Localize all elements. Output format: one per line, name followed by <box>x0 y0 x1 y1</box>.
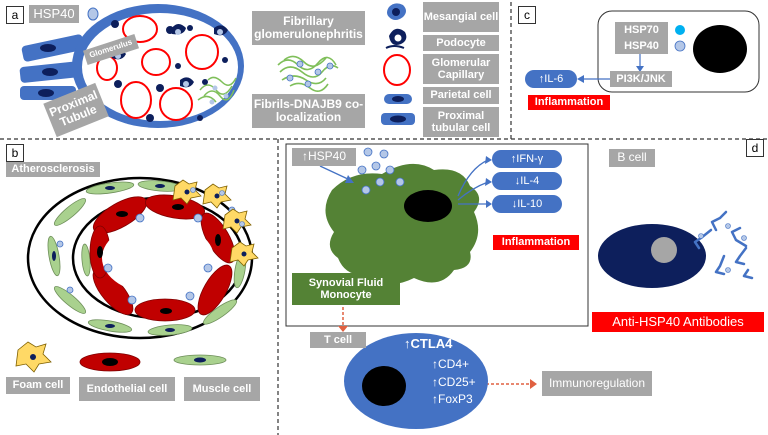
antibody-icons <box>693 210 754 280</box>
panel-b-letter: b <box>6 144 24 162</box>
legend-capillary-label: Glomerular Capillary <box>423 54 499 84</box>
glomerular-fibrils <box>197 76 237 103</box>
fibrils-colocalization-label: Fibrils-DNAJB9 co-localization <box>252 94 365 128</box>
foxp3-label: ↑FoxP3 <box>432 392 473 407</box>
mesangial-cell-icon <box>387 3 406 21</box>
legend-podocyte-label: Podocyte <box>423 35 499 51</box>
hsp40-dot-icon <box>87 7 99 21</box>
il6-pill: ↑IL-6 <box>525 70 577 88</box>
bcell-label: B cell <box>609 149 655 167</box>
foam-cell-label: Foam cell <box>6 377 70 394</box>
atherosclerosis-title: Atherosclerosis <box>6 162 100 177</box>
anti-hsp40-antibodies-label: Anti-HSP40 Antibodies <box>592 312 764 332</box>
glomerular-capillaries <box>96 15 219 121</box>
bcell-nucleus <box>651 237 677 263</box>
hsp40-dot-icon <box>674 40 686 52</box>
cd25-label: ↑CD25+ <box>432 375 476 390</box>
nucleus <box>693 25 747 73</box>
monocyte-nucleus <box>404 190 452 222</box>
tcell-label: T cell <box>310 332 366 348</box>
hsp40-dots-fibrils <box>286 60 334 88</box>
fibrils-colocalization-graphic <box>277 55 339 92</box>
proximal-tubular-cell-icon <box>381 113 415 125</box>
muscle-cells-ring <box>47 180 247 336</box>
hsp40-up-label: ↑HSP40 <box>292 148 356 166</box>
hsp40-dots-glomerulus <box>209 85 229 105</box>
il4-pill: ↓IL-4 <box>492 172 562 190</box>
podocyte-icon <box>385 28 407 49</box>
ifn-gamma-pill: ↑IFN-γ <box>492 150 562 168</box>
hsp40-label-c: HSP40 <box>615 38 668 54</box>
pi3k-jnk-label: PI3K/JNK <box>610 71 672 87</box>
panel-c-letter: c <box>518 6 536 24</box>
tcell-nucleus <box>362 366 406 406</box>
fibrillary-gn-label: Fibrillary glomerulonephritis <box>252 11 365 45</box>
legend-mesangial-label: Mesangial cell <box>423 2 499 32</box>
legend-proximal-tubular-label: Proximal tubular cell <box>423 107 499 137</box>
hsp40-legend-label: HSP40 <box>29 5 79 23</box>
foam-nuclei <box>184 189 247 257</box>
muscle-cell-label: Muscle cell <box>184 377 260 401</box>
il10-pill: ↓IL-10 <box>492 195 562 213</box>
immunoregulation-label: Immunoregulation <box>542 371 652 396</box>
muscle-cell-icon <box>173 354 227 366</box>
parietal-cell-icon <box>384 94 412 104</box>
bcell-body <box>598 224 706 288</box>
endothelial-cell-icon <box>79 352 141 372</box>
capillary-icon <box>383 54 411 86</box>
endothelial-nuclei <box>97 204 221 314</box>
inflammation-label-c: Inflammation <box>528 95 610 110</box>
endothelial-cell-label: Endothelial cell <box>79 377 175 401</box>
panel-d-letter: d <box>746 139 764 157</box>
legend-parietal-label: Parietal cell <box>423 87 499 104</box>
hsp40-dots-monocyte <box>357 147 405 195</box>
synovial-monocyte-label: Synovial Fluid Monocyte <box>292 273 400 305</box>
panel-a-letter: a <box>6 6 24 24</box>
inflammation-label-d: Inflammation <box>493 235 579 250</box>
vessel-lumen <box>102 222 214 294</box>
ctla4-label: ↑CTLA4 <box>404 335 453 351</box>
hsp70-dot-icon <box>675 25 685 35</box>
hsp70-label: HSP70 <box>615 22 668 38</box>
hsp40-dots-artery <box>56 206 236 305</box>
cd4-label: ↑CD4+ <box>432 357 470 372</box>
foam-cell-icon <box>15 341 52 373</box>
muscle-nuclei <box>52 184 175 332</box>
